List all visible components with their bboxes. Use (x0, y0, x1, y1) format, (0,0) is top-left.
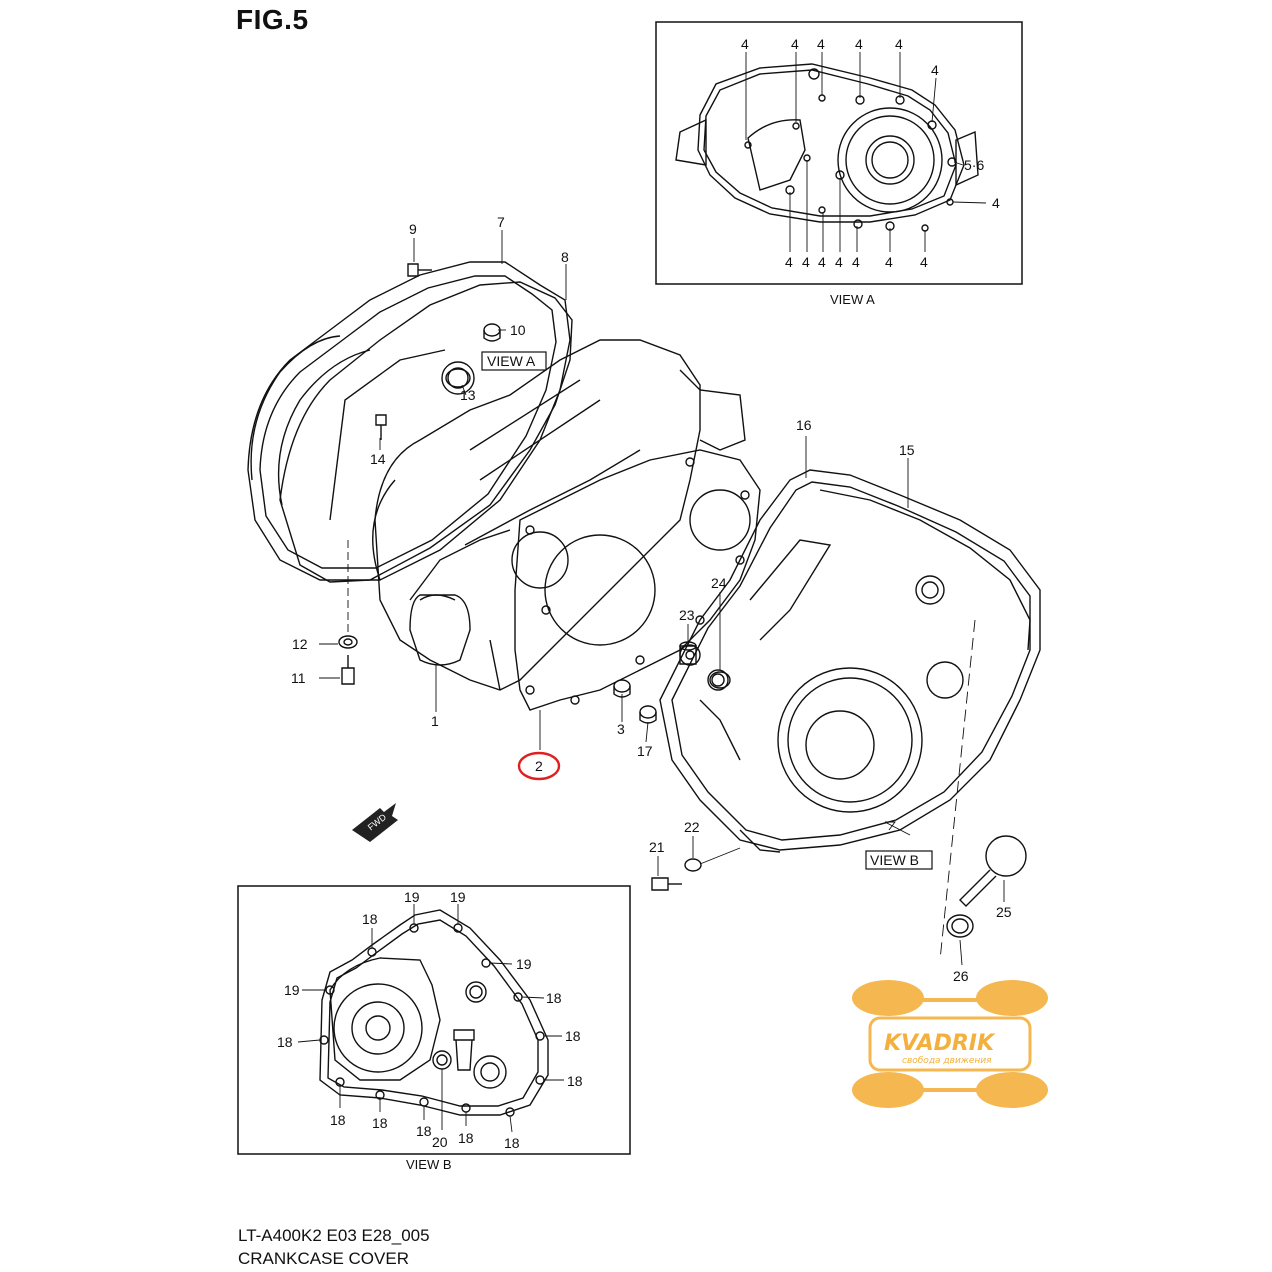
footer-title: CRANKCASE COVER (238, 1249, 409, 1268)
svg-text:18: 18 (458, 1130, 474, 1146)
svg-text:13: 13 (460, 387, 476, 403)
watermark-logo (852, 980, 1048, 1108)
svg-text:18: 18 (362, 911, 378, 927)
svg-text:18: 18 (277, 1034, 293, 1050)
svg-text:11: 11 (291, 670, 306, 686)
svg-text:4: 4 (992, 195, 1000, 211)
svg-text:18: 18 (504, 1135, 520, 1151)
watermark-brand: KVADRIK (884, 1031, 996, 1056)
dowel-pins (613, 679, 657, 724)
part-2-gasket (511, 449, 761, 711)
svg-text:25: 25 (996, 904, 1012, 920)
svg-text:4: 4 (835, 254, 843, 270)
svg-text:19: 19 (450, 889, 466, 905)
svg-text:4: 4 (791, 36, 799, 52)
svg-text:4: 4 (818, 254, 826, 270)
svg-text:18: 18 (567, 1073, 583, 1089)
svg-text:4: 4 (931, 62, 939, 78)
view-a-frame (655, 21, 1023, 285)
svg-text:19: 19 (284, 982, 300, 998)
view-b-frame (237, 885, 631, 1155)
part-15-gasket (819, 489, 1031, 651)
svg-text:4: 4 (802, 254, 810, 270)
view-a-cover (675, 63, 979, 232)
figure-title: FIG.5 (236, 4, 309, 35)
svg-text:17: 17 (637, 743, 653, 759)
svg-text:5·6: 5·6 (964, 157, 984, 173)
view-b-callouts: 19 19 18 19 19 18 18 18 18 18 18 18 20 1… (277, 889, 583, 1172)
part-8-gasket (279, 281, 573, 583)
part-10-dowel (483, 323, 501, 342)
part-26-o-ring (946, 914, 974, 938)
svg-text:18: 18 (416, 1123, 432, 1139)
view-a-tag: VIEW A (481, 351, 547, 371)
view-a-callouts: 4 4 4 4 4 4 5·6 4 4 4 4 4 4 4 4 VIEW A (741, 36, 1000, 307)
svg-text:26: 26 (953, 968, 969, 984)
svg-text:2: 2 (535, 758, 543, 774)
svg-text:9: 9 (409, 221, 417, 237)
svg-text:4: 4 (895, 36, 903, 52)
view-b-caption: VIEW B (406, 1157, 452, 1172)
svg-text:4: 4 (817, 36, 825, 52)
view-b-tag: VIEW B (865, 850, 933, 870)
svg-text:10: 10 (510, 322, 526, 338)
svg-text:4: 4 (741, 36, 749, 52)
main-leaders (319, 230, 1005, 966)
svg-text:20: 20 (432, 1134, 448, 1150)
svg-text:4: 4 (785, 254, 793, 270)
fwd-arrow: FWD (352, 803, 398, 842)
svg-text:8: 8 (561, 249, 569, 265)
svg-text:16: 16 (796, 417, 812, 433)
view-b-tag-text: VIEW B (870, 852, 919, 868)
view-a-leaders (745, 52, 987, 252)
view-b-cover (319, 909, 549, 1117)
svg-text:19: 19 (404, 889, 420, 905)
footer-model: LT-A400K2 E03 E28_005 (238, 1226, 430, 1245)
svg-text:18: 18 (372, 1115, 388, 1131)
watermark-tagline: свобода движения (902, 1056, 992, 1066)
svg-text:12: 12 (292, 636, 308, 652)
svg-text:4: 4 (885, 254, 893, 270)
view-a-caption: VIEW A (830, 292, 875, 307)
svg-text:4: 4 (920, 254, 928, 270)
svg-text:3: 3 (617, 721, 625, 737)
svg-text:22: 22 (684, 819, 700, 835)
svg-text:4: 4 (855, 36, 863, 52)
svg-text:4: 4 (852, 254, 860, 270)
view-b-leaders (297, 904, 564, 1133)
svg-text:18: 18 (330, 1112, 346, 1128)
svg-text:18: 18 (546, 990, 562, 1006)
svg-text:1: 1 (431, 713, 439, 729)
view-a-tag-text: VIEW A (487, 353, 536, 369)
bolts (338, 263, 731, 891)
part-13-o-ring (445, 368, 471, 388)
svg-text:14: 14 (370, 451, 386, 467)
svg-text:7: 7 (497, 214, 505, 230)
part-7-outer-cover (247, 261, 571, 581)
highlight-part-2 (517, 751, 561, 781)
svg-text:15: 15 (899, 442, 915, 458)
svg-text:24: 24 (711, 575, 727, 591)
part-1-crankcase (372, 339, 746, 691)
svg-text:21: 21 (649, 839, 665, 855)
part-25-oil-cap (959, 835, 1027, 907)
svg-text:19: 19 (516, 956, 532, 972)
part-16-magneto-cover (659, 469, 1041, 853)
svg-text:18: 18 (565, 1028, 581, 1044)
svg-text:23: 23 (679, 607, 695, 623)
main-callouts: 9 7 8 10 13 14 12 11 1 2 3 17 16 15 24 2… (291, 214, 1012, 984)
